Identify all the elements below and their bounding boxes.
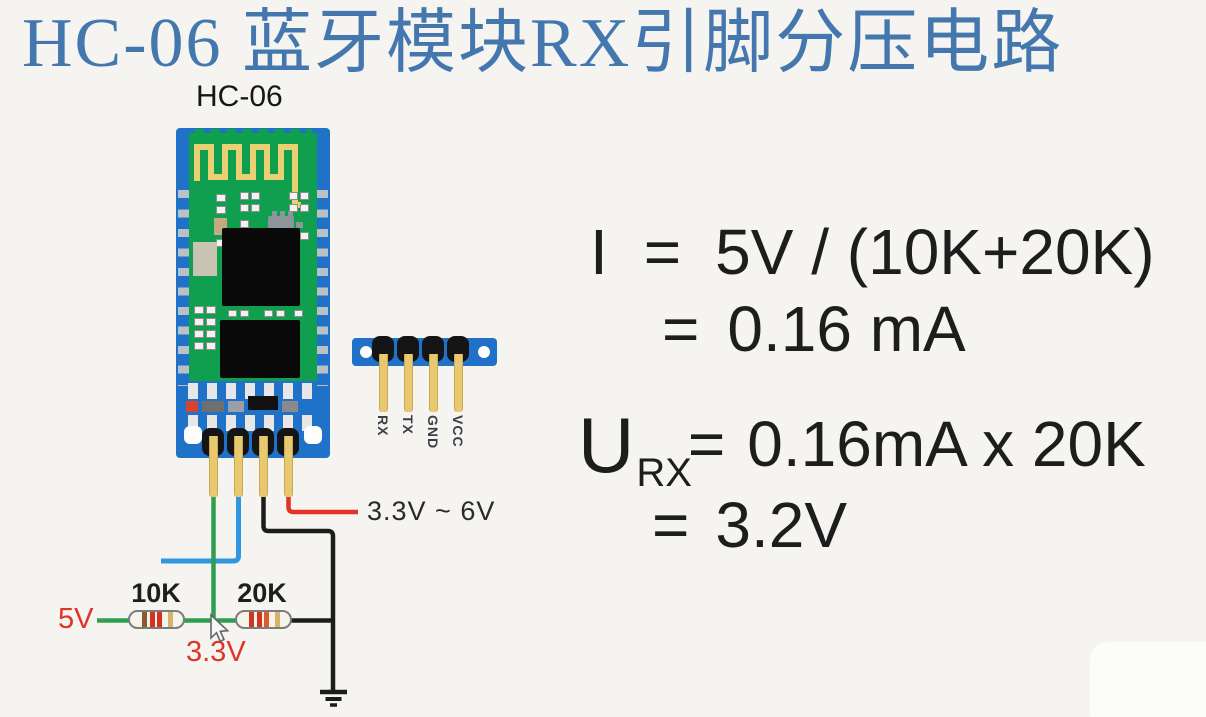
smd-pad (194, 330, 204, 338)
smd-pad (289, 192, 298, 200)
header-pin-base (372, 336, 394, 362)
ic-leg (280, 211, 285, 216)
smd-pad (206, 318, 216, 326)
pin-label-gnd: GND (425, 415, 441, 450)
header-pin (379, 354, 388, 412)
smd-pad (194, 342, 204, 350)
eq-lhs: I (590, 216, 608, 288)
smd-pad (206, 306, 216, 314)
smd-pad (240, 192, 249, 200)
eq-lhs: U (578, 401, 635, 489)
ic-leg (296, 222, 303, 228)
header-hole (360, 346, 372, 358)
current-result: = 0.16 mA (662, 297, 966, 361)
mounting-hole (184, 426, 202, 444)
header-pin (404, 354, 413, 412)
smd-pad (194, 306, 204, 314)
gnd-wire (261, 491, 336, 690)
header-pin-base (397, 336, 419, 362)
smd-pad (300, 232, 309, 240)
smd-pad (294, 310, 303, 317)
supply-label: 5V (58, 603, 94, 635)
resistor-20k (235, 610, 292, 629)
smd-pad (251, 192, 260, 200)
smd-pad (206, 342, 216, 350)
smd-pad (206, 330, 216, 338)
smd-pad (240, 220, 249, 228)
edge-pads-right (317, 190, 328, 386)
smd-pad (228, 310, 237, 317)
smd-pad (276, 310, 285, 317)
header-pin (429, 354, 438, 412)
module-pin-vcc (284, 436, 293, 497)
vcc-range-label: 3.3V ~ 6V (367, 496, 496, 526)
smd-pad (216, 206, 226, 214)
header-pin-base (447, 336, 469, 362)
page-title: HC-06 蓝牙模块RX引脚分压电路 (22, 5, 1064, 82)
smd-pad (300, 192, 309, 200)
pin-label-rx: RX (375, 415, 391, 437)
resistor-10k (128, 610, 185, 629)
smd-component (228, 401, 244, 412)
module-pin-tx (234, 436, 243, 497)
voltage-result: = 3.2V (652, 493, 847, 557)
smd-pad (289, 204, 298, 212)
smd-pad (216, 194, 226, 202)
smd-black-component (248, 396, 278, 410)
eq-sign: = (643, 216, 682, 288)
module-pin-gnd (259, 436, 268, 497)
bottom-pad-row (188, 415, 318, 431)
eq-sign: = (662, 293, 700, 365)
bottom-pad-row (188, 383, 318, 399)
current-equation: I = 5V / (10K+20K) (590, 220, 1155, 284)
eq-result: 3.2V (715, 489, 848, 561)
voltage-equation: U RX = 0.16mA x 20K (578, 401, 1146, 493)
corner-overlay (1090, 642, 1206, 717)
eq-sign: = (687, 408, 726, 480)
antenna-trace-icon (194, 144, 301, 208)
eq-result: 0.16 mA (727, 293, 966, 365)
smd-pad (194, 318, 204, 326)
eq-subscript: RX (636, 451, 692, 496)
hc06-module (176, 128, 330, 458)
header-pin (454, 354, 463, 412)
smd-pad (240, 204, 249, 212)
smd-component (202, 401, 224, 412)
ic-leg (272, 211, 277, 216)
edge-pads-left (178, 190, 189, 386)
pcb-top-tabs (194, 129, 312, 134)
mounting-hole (304, 426, 322, 444)
module-pin-rx (209, 436, 218, 497)
smd-pad (240, 310, 249, 317)
vcc-wire (286, 491, 358, 515)
module-caption: HC-06 (196, 80, 283, 113)
eq-expr: 5V / (10K+20K) (715, 216, 1155, 288)
ground-symbol-icon (320, 689, 347, 707)
smd-pad (251, 204, 260, 212)
node-voltage-label: 3.3V (186, 636, 246, 668)
ic-leg (288, 211, 293, 216)
chip-lower (220, 320, 300, 378)
smd-pad (300, 204, 309, 212)
r1-label: 10K (131, 578, 181, 608)
pin-label-vcc: VCC (450, 415, 466, 448)
r2-label: 20K (237, 578, 287, 608)
mouse-cursor-icon (210, 613, 230, 643)
header-pin-base (422, 336, 444, 362)
eq-expr: 0.16mA x 20K (747, 408, 1146, 480)
eq-sign: = (652, 489, 690, 561)
chip-upper (222, 228, 300, 306)
smd-pad (264, 310, 273, 317)
smd-component (193, 242, 217, 276)
pin-label-tx: TX (400, 415, 416, 435)
smd-red-component (186, 401, 198, 412)
tx-wire (161, 491, 241, 564)
header-hole (478, 346, 490, 358)
smd-component (282, 401, 298, 412)
